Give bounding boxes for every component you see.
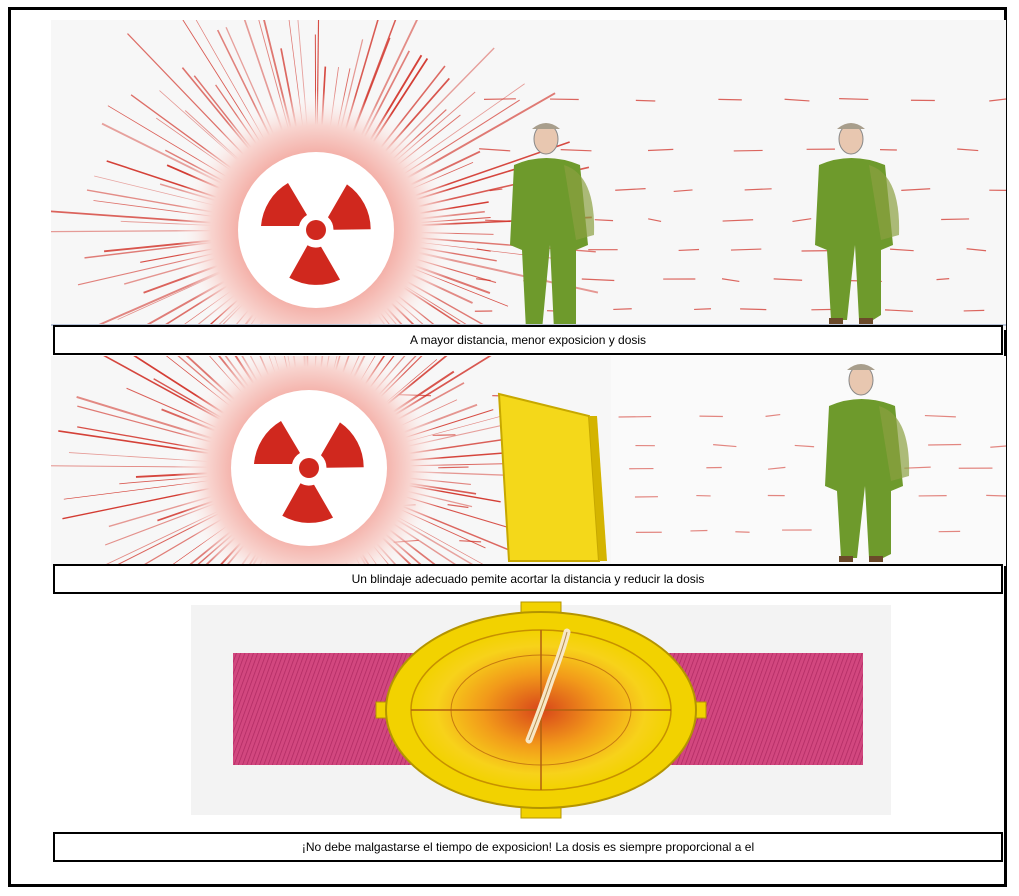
time-illustration: [51, 600, 1006, 820]
distance-illustration: [51, 20, 1006, 330]
caption-distance: A mayor distancia, menor exposicion y do…: [53, 325, 1003, 355]
time-panel: [51, 600, 1006, 820]
illustration-frame: A mayor distancia, menor exposicion y do…: [8, 7, 1007, 887]
caption-time: ¡No debe malgastarse el tiempo de exposi…: [53, 832, 1003, 862]
shielding-panel: [51, 356, 1006, 566]
lead-shield: [499, 394, 607, 561]
distance-panel: [51, 20, 1006, 330]
shielding-illustration: [51, 356, 1006, 566]
caption-shielding: Un blindaje adecuado pemite acortar la d…: [53, 564, 1003, 594]
